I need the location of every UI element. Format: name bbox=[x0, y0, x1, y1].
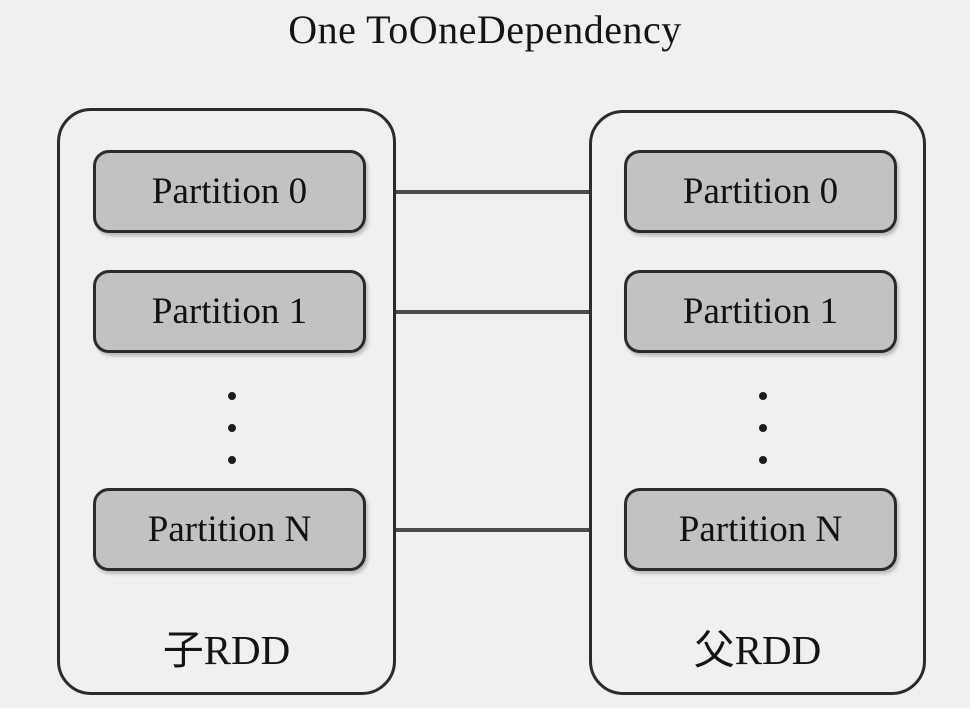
child-rdd-label: 子RDD bbox=[162, 627, 291, 673]
child-partition-1[interactable]: Partition 1 bbox=[93, 270, 366, 353]
ellipsis-dot bbox=[759, 456, 767, 464]
ellipsis-dot bbox=[228, 392, 236, 400]
partition-label: Partition 0 bbox=[682, 170, 839, 212]
partition-label: Partition 0 bbox=[151, 170, 308, 212]
partition-label: Partition N bbox=[678, 508, 843, 550]
ellipsis-dot bbox=[759, 424, 767, 432]
ellipsis-dot bbox=[759, 392, 767, 400]
diagram-title: One ToOneDependency bbox=[288, 7, 682, 52]
child-ellipsis-icon bbox=[222, 392, 242, 464]
child-partition-n[interactable]: Partition N bbox=[93, 488, 366, 571]
parent-partition-n[interactable]: Partition N bbox=[624, 488, 897, 571]
partition-label: Partition N bbox=[147, 508, 312, 550]
dependency-arrow-0 bbox=[366, 173, 627, 211]
parent-partition-0[interactable]: Partition 0 bbox=[624, 150, 897, 233]
child-partition-0[interactable]: Partition 0 bbox=[93, 150, 366, 233]
parent-rdd-label: 父RDD bbox=[693, 627, 822, 673]
parent-ellipsis-icon bbox=[753, 392, 773, 464]
partition-label: Partition 1 bbox=[682, 290, 839, 332]
dependency-arrow-1 bbox=[366, 293, 627, 331]
parent-partition-1[interactable]: Partition 1 bbox=[624, 270, 897, 353]
dependency-arrow-n bbox=[366, 511, 627, 549]
ellipsis-dot bbox=[228, 456, 236, 464]
partition-label: Partition 1 bbox=[151, 290, 308, 332]
ellipsis-dot bbox=[228, 424, 236, 432]
